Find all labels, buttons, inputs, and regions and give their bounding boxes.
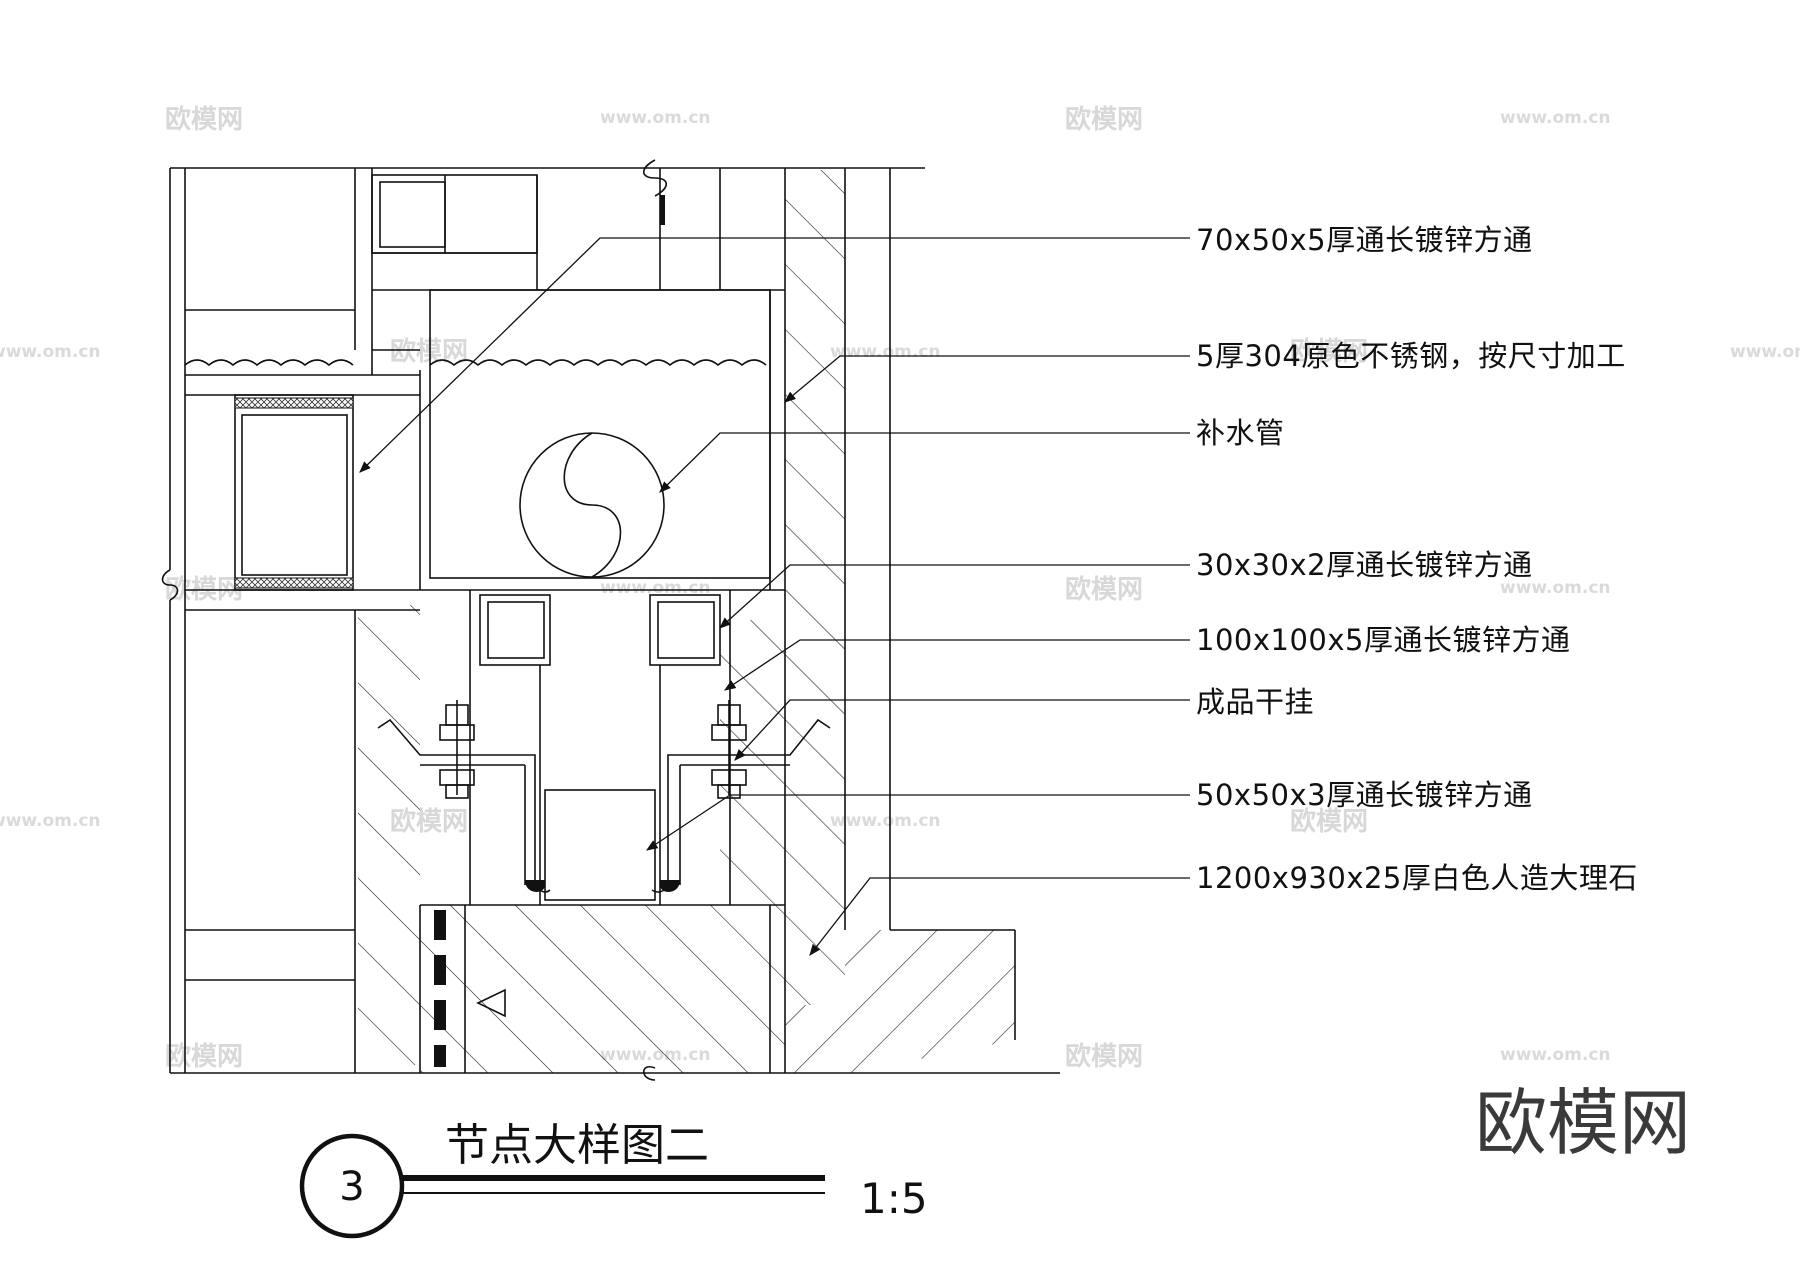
watermark-url: www.om.cn <box>1500 108 1611 128</box>
gasket-strips <box>234 397 354 589</box>
brand-watermark: 欧模网 <box>1475 1081 1691 1165</box>
water-pipe <box>519 432 665 578</box>
watermark-logo: 欧模网 <box>165 104 243 135</box>
label-100x100-tube: 100x100x5厚通长镀锌方通 <box>1196 623 1570 657</box>
watermark-logo: 欧模网 <box>165 1041 243 1072</box>
detail-number: 3 <box>339 1164 364 1210</box>
leader-lines <box>359 237 1190 956</box>
detail-number-circle <box>299 1133 405 1239</box>
watermark-logo: 欧模网 <box>390 336 468 367</box>
watermark-logo: 欧模网 <box>1065 574 1143 605</box>
label-70x50-tube: 70x50x5厚通长镀锌方通 <box>1196 223 1533 257</box>
watermark-logo: 欧模网 <box>1290 336 1368 367</box>
title-block: 3 节点大样图二 1:5 <box>299 1120 928 1239</box>
detail-title: 节点大样图二 <box>445 1120 709 1171</box>
structure-lines <box>161 159 1060 1081</box>
watermark-logo: 欧模网 <box>1065 104 1143 135</box>
callout-labels: 70x50x5厚通长镀锌方通 5厚304原色不锈钢，按尺寸加工 补水管 30x3… <box>1196 223 1638 895</box>
detail-scale: 1:5 <box>860 1174 928 1223</box>
stone-hatch-right <box>720 620 785 905</box>
watermark-url: www.om.cn <box>0 811 101 831</box>
watermark-url: www.om.cn <box>600 578 711 598</box>
label-water-pipe: 补水管 <box>1196 416 1285 450</box>
slab-hatch <box>420 905 785 1073</box>
label-stainless-steel: 5厚304原色不锈钢，按尺寸加工 <box>1196 339 1626 373</box>
label-marble: 1200x930x25厚白色人造大理石 <box>1196 861 1638 895</box>
watermark-url: www.om.cn <box>830 342 941 362</box>
watermark-url: www.om.cn <box>1500 1045 1611 1065</box>
wall-hatch <box>785 170 845 1005</box>
concrete-hatch-left <box>358 605 420 1065</box>
watermark-url: www.om.cn <box>600 108 711 128</box>
label-dry-hanging: 成品干挂 <box>1196 685 1314 719</box>
label-50x50-tube: 50x50x3厚通长镀锌方通 <box>1196 778 1533 812</box>
watermark-url: www.om.cn <box>1500 578 1611 598</box>
label-30x30-tube: 30x30x2厚通长镀锌方通 <box>1196 548 1533 582</box>
watermark-logo: 欧模网 <box>1065 1041 1143 1072</box>
watermark-url: www.om.cn <box>830 811 941 831</box>
earth-hatch <box>785 930 1015 1073</box>
hatched-regions <box>358 170 1015 1073</box>
watermark-url: www.om.cn <box>1730 342 1800 362</box>
clip-ends <box>525 195 680 892</box>
dashed-drain <box>434 910 446 1067</box>
watermark-url: www.om.cn <box>0 342 101 362</box>
watermark-logo: 欧模网 <box>1290 806 1368 837</box>
